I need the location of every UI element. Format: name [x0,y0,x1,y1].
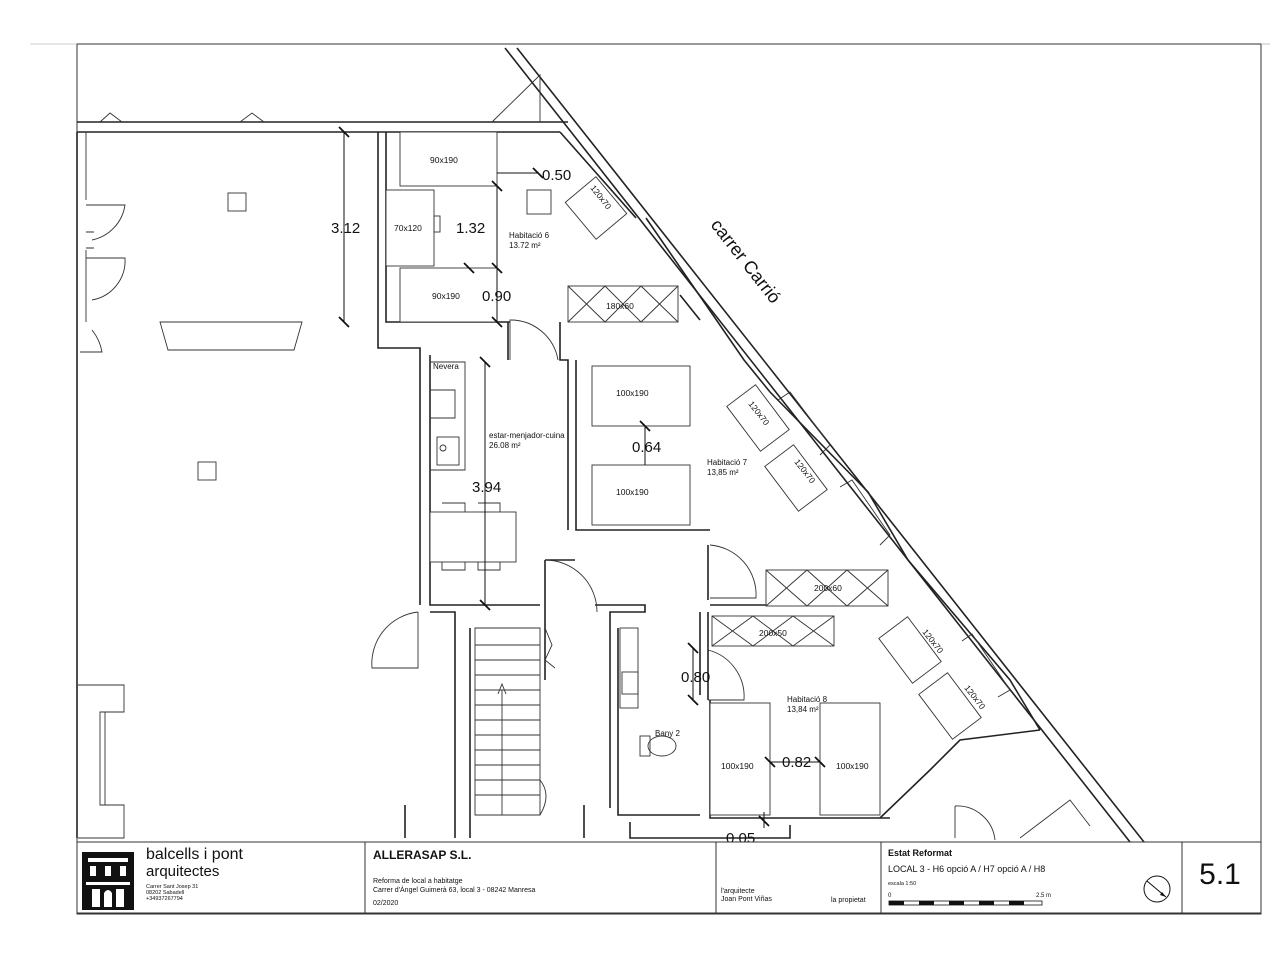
project-description: Reforma de local a habitatge Carrer d'Àn… [373,877,535,895]
firm-address-line: Carrer Sant Josep 31 [146,884,199,890]
dim-3-94: 3.94 [472,479,501,496]
dim-0-80: 0.80 [681,669,710,686]
scale-label: escala 1:50 [888,881,917,887]
label-closet-7: 200x60 [814,583,842,593]
owner-label: la propietat [831,897,866,904]
desk-6b [564,176,628,240]
title-block-frame: 0 2.5 m [76,841,1262,914]
firm-name: balcells i pont [146,846,243,863]
dim-1-32: 1.32 [456,220,485,237]
room-hab8-name: Habitació 8 [787,695,828,704]
room-hab6-name: Habitació 6 [509,231,550,240]
label-bed-8a: 100x190 [721,761,754,771]
desk-6 [385,189,435,267]
client-name: ALLERASAP S.L. [373,848,472,862]
sheet-number: 5.1 [1199,858,1241,891]
scale-bar [888,900,1043,906]
label-desk-6: 70x120 [394,223,422,233]
bed-7a [591,365,691,427]
room-hab7-area: 13,85 m² [707,468,739,477]
furniture-layer [385,131,982,816]
interior-walls [371,132,1091,841]
firm-address-line: 08202 Sabadell [146,890,185,897]
architect-label: l'arquitecte [721,888,755,895]
room-hab6-area: 13.72 m² [509,241,541,250]
project-line: Reforma de local a habitatge [373,878,463,885]
label-bed-8b: 100x190 [836,761,869,771]
firm-address-line: +34937267794 [146,896,183,903]
room-hab7-name: Habitació 7 [707,458,748,467]
desk-8b [918,672,982,740]
bed-6b [399,267,498,323]
dim-0-82: 0.82 [782,754,811,771]
scale-start: 0 [888,893,892,899]
nevera-label: Nevera [433,362,459,371]
architect-name: Joan Pont Viñas [721,896,772,903]
dimension-lines [338,126,826,828]
bed-7b [591,464,691,526]
desk-7a [726,384,790,452]
desk-8a [878,616,942,684]
dim-0-64: 0.64 [632,439,661,456]
desk-7b [764,444,828,512]
scale-end: 2.5 m [1036,893,1051,899]
label-closet-6: 180x60 [606,301,634,311]
dining-table [429,511,517,563]
architect-block: l'arquitecte Joan Pont Viñas [721,888,772,904]
project-address: Carrer d'Àngel Guimerà 63, local 3 - 082… [373,887,536,894]
firm-address: Carrer Sant Josep 31 08202 Sabadell +349… [146,884,198,903]
room-bany-name: Bany 2 [655,729,680,738]
room-estar-area: 26.08 m² [489,441,521,450]
label-bed-7a: 100x190 [616,388,649,398]
firm-logo [82,852,134,910]
label-bed-6a: 90x190 [430,155,458,165]
north-arrow-icon [1143,875,1171,903]
label-bed-7b: 100x190 [616,487,649,497]
dim-3-12: 3.12 [331,220,360,237]
street-label: carrer Carrió [707,215,785,307]
room-hab8-area: 13,84 m² [787,705,819,714]
bed-8b [819,702,881,816]
local-label: LOCAL 3 - H6 opció A / H7 opció A / H8 [888,864,1046,874]
room-estar-name: estar-menjador-cuina [489,431,565,440]
project-date: 02/2020 [373,900,399,907]
label-closet-8: 200x50 [759,628,787,638]
dim-0-50: 0.50 [542,167,571,184]
drawing-state: Estat Reformat [888,848,953,858]
label-bed-6b: 90x190 [432,291,460,301]
dim-0-90: 0.90 [482,288,511,305]
bed-6a [399,131,498,187]
bed-8a [709,702,771,816]
firm-subtitle: arquitectes [146,863,220,880]
